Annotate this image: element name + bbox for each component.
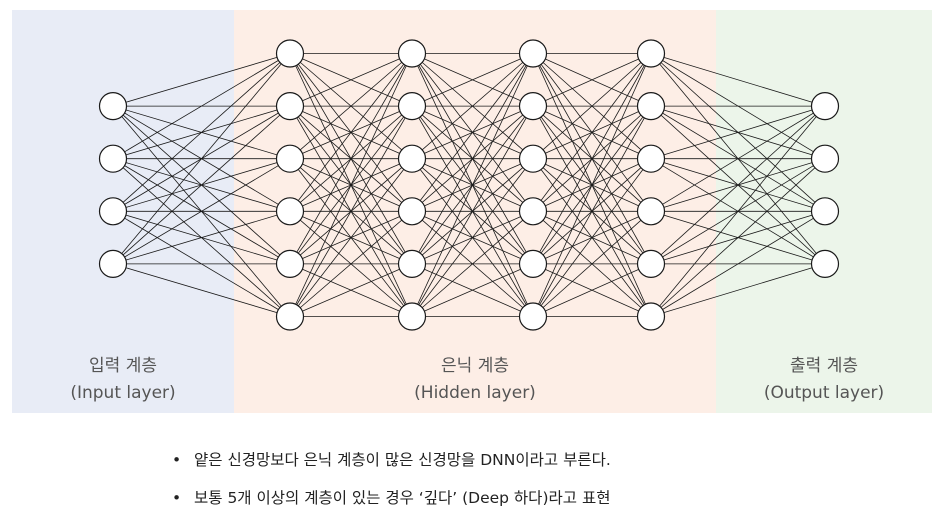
hidden-node	[275, 39, 305, 68]
hidden-node	[518, 144, 548, 173]
connection-line	[532, 263, 652, 317]
connection-line	[289, 158, 413, 317]
connection-line	[112, 263, 291, 317]
connection-line	[289, 263, 413, 317]
hidden-node	[636, 91, 666, 121]
hidden-node	[518, 197, 548, 226]
connection-line	[112, 105, 291, 265]
hidden-layer-title: 은닉 계층	[441, 356, 509, 376]
connection-line	[532, 53, 652, 159]
connection-lines	[112, 53, 826, 317]
hidden-node	[275, 144, 305, 173]
hidden-node	[518, 39, 548, 68]
hidden-node	[397, 197, 427, 226]
connection-line	[112, 53, 291, 160]
bullet-marker: •	[172, 489, 182, 507]
input-node	[98, 197, 128, 226]
hidden-node	[275, 91, 305, 121]
connection-line	[650, 158, 826, 317]
hidden-node	[275, 197, 305, 226]
output-node	[810, 144, 840, 173]
bullet-item-dnn-definition: • 얕은 신경망보다 은닉 계층이 많은 신경망을 DNN이라고 부른다.	[166, 448, 611, 486]
output-layer-title: 출력 계층	[790, 356, 858, 376]
connection-line	[532, 53, 652, 107]
bullet-list: • 얕은 신경망보다 은닉 계층이 많은 신경망을 DNN이라고 부른다. • …	[166, 448, 611, 524]
hidden-node	[518, 249, 548, 278]
output-node	[810, 197, 840, 226]
neural-network-diagram: 입력 계층 (Input layer) 은닉 계층 (Hidden layer)…	[12, 10, 932, 413]
hidden-node	[397, 39, 427, 68]
connection-line	[532, 53, 652, 317]
connection-line	[532, 53, 652, 265]
connection-line	[650, 210, 826, 317]
bullet-marker: •	[172, 451, 182, 469]
connection-line	[289, 53, 413, 160]
connection-line	[289, 53, 413, 317]
connection-line	[411, 53, 534, 212]
connection-line	[650, 105, 826, 317]
hidden-node	[397, 144, 427, 173]
input-layer-subtitle: (Input layer)	[70, 383, 175, 403]
output-layer-subtitle: (Output layer)	[764, 383, 884, 403]
hidden-layer-subtitle: (Hidden layer)	[414, 383, 536, 403]
connection-line	[411, 53, 534, 107]
hidden-node	[636, 197, 666, 226]
neuron-nodes	[98, 39, 840, 331]
connection-line	[650, 263, 826, 317]
connection-line	[411, 53, 534, 160]
connection-line	[289, 53, 413, 212]
hidden-node	[518, 91, 548, 121]
connection-line	[650, 105, 826, 212]
connection-line	[411, 53, 534, 317]
input-node	[98, 91, 128, 121]
hidden-node	[397, 91, 427, 121]
connection-line	[289, 53, 413, 265]
hidden-node	[636, 302, 666, 331]
hidden-node	[636, 249, 666, 278]
bullet-text: 보통 5개 이상의 계층이 있는 경우 ‘깊다’ (Deep 하다)라고 표현	[194, 489, 611, 507]
connection-line	[289, 105, 413, 317]
connection-line	[650, 105, 826, 265]
connection-line	[289, 53, 413, 107]
connection-line	[112, 53, 291, 265]
connection-line	[650, 105, 826, 160]
connection-line	[112, 53, 291, 107]
output-node	[810, 91, 840, 121]
output-node	[810, 249, 840, 278]
input-layer-title: 입력 계층	[89, 356, 157, 376]
connection-line	[411, 53, 534, 265]
input-node	[98, 144, 128, 173]
hidden-node	[397, 249, 427, 278]
connection-line	[411, 210, 534, 317]
hidden-node	[518, 302, 548, 331]
connection-line	[112, 210, 291, 265]
connection-line	[289, 210, 413, 317]
hidden-node	[636, 39, 666, 68]
hidden-node	[275, 249, 305, 278]
connection-line	[411, 105, 534, 317]
hidden-node	[275, 302, 305, 331]
hidden-node	[636, 144, 666, 173]
hidden-node	[397, 302, 427, 331]
connection-line	[112, 158, 291, 265]
connection-line	[411, 263, 534, 317]
connection-line	[112, 53, 291, 212]
input-node	[98, 249, 128, 278]
connection-line	[532, 158, 652, 317]
connection-line	[532, 53, 652, 212]
connection-line	[532, 105, 652, 317]
connection-line	[532, 211, 652, 317]
bullet-item-deep-definition: • 보통 5개 이상의 계층이 있는 경우 ‘깊다’ (Deep 하다)라고 표…	[166, 486, 611, 524]
bullet-text: 얕은 신경망보다 은닉 계층이 많은 신경망을 DNN이라고 부른다.	[194, 451, 611, 469]
connection-line	[411, 158, 534, 317]
connection-line	[650, 53, 826, 107]
